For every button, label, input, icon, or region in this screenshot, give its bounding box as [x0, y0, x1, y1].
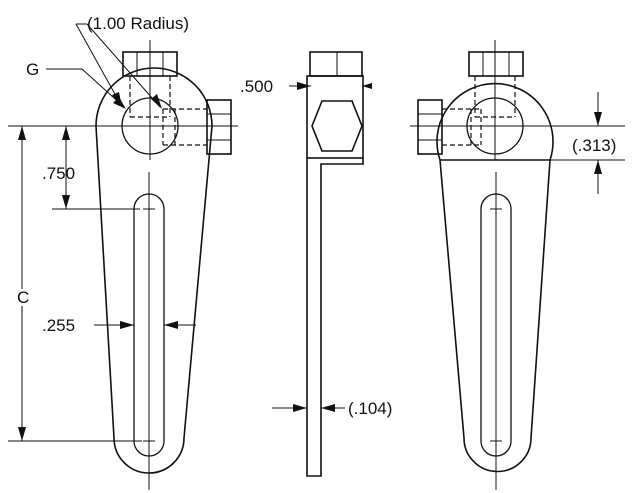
- dim-750-label: .750: [42, 164, 76, 183]
- g-label: G: [26, 60, 40, 79]
- dim-500-label: .500: [240, 77, 274, 96]
- right-slot: [480, 193, 512, 457]
- left-view: [8, 23, 238, 490]
- middle-arm-strip: [306, 158, 364, 477]
- middle-hex-nut: [311, 100, 363, 152]
- middle-bolt-top: [309, 51, 363, 77]
- right-top-bolt-head: [468, 51, 524, 77]
- left-arm-outline: [95, 67, 213, 474]
- dim-313-label: (.313): [572, 136, 617, 155]
- middle-view: [272, 51, 372, 477]
- dim-104-label: (.104): [348, 399, 393, 418]
- left-slot: [133, 193, 165, 457]
- dim-c-label: C: [16, 288, 31, 307]
- right-side-bolt-head: [417, 99, 443, 155]
- dim-255-label: .255: [42, 316, 76, 335]
- middle-body: [306, 75, 364, 159]
- radius-label: (1.00 Radius): [87, 14, 190, 33]
- right-view: [410, 40, 625, 490]
- left-side-bolt-head: [206, 99, 232, 155]
